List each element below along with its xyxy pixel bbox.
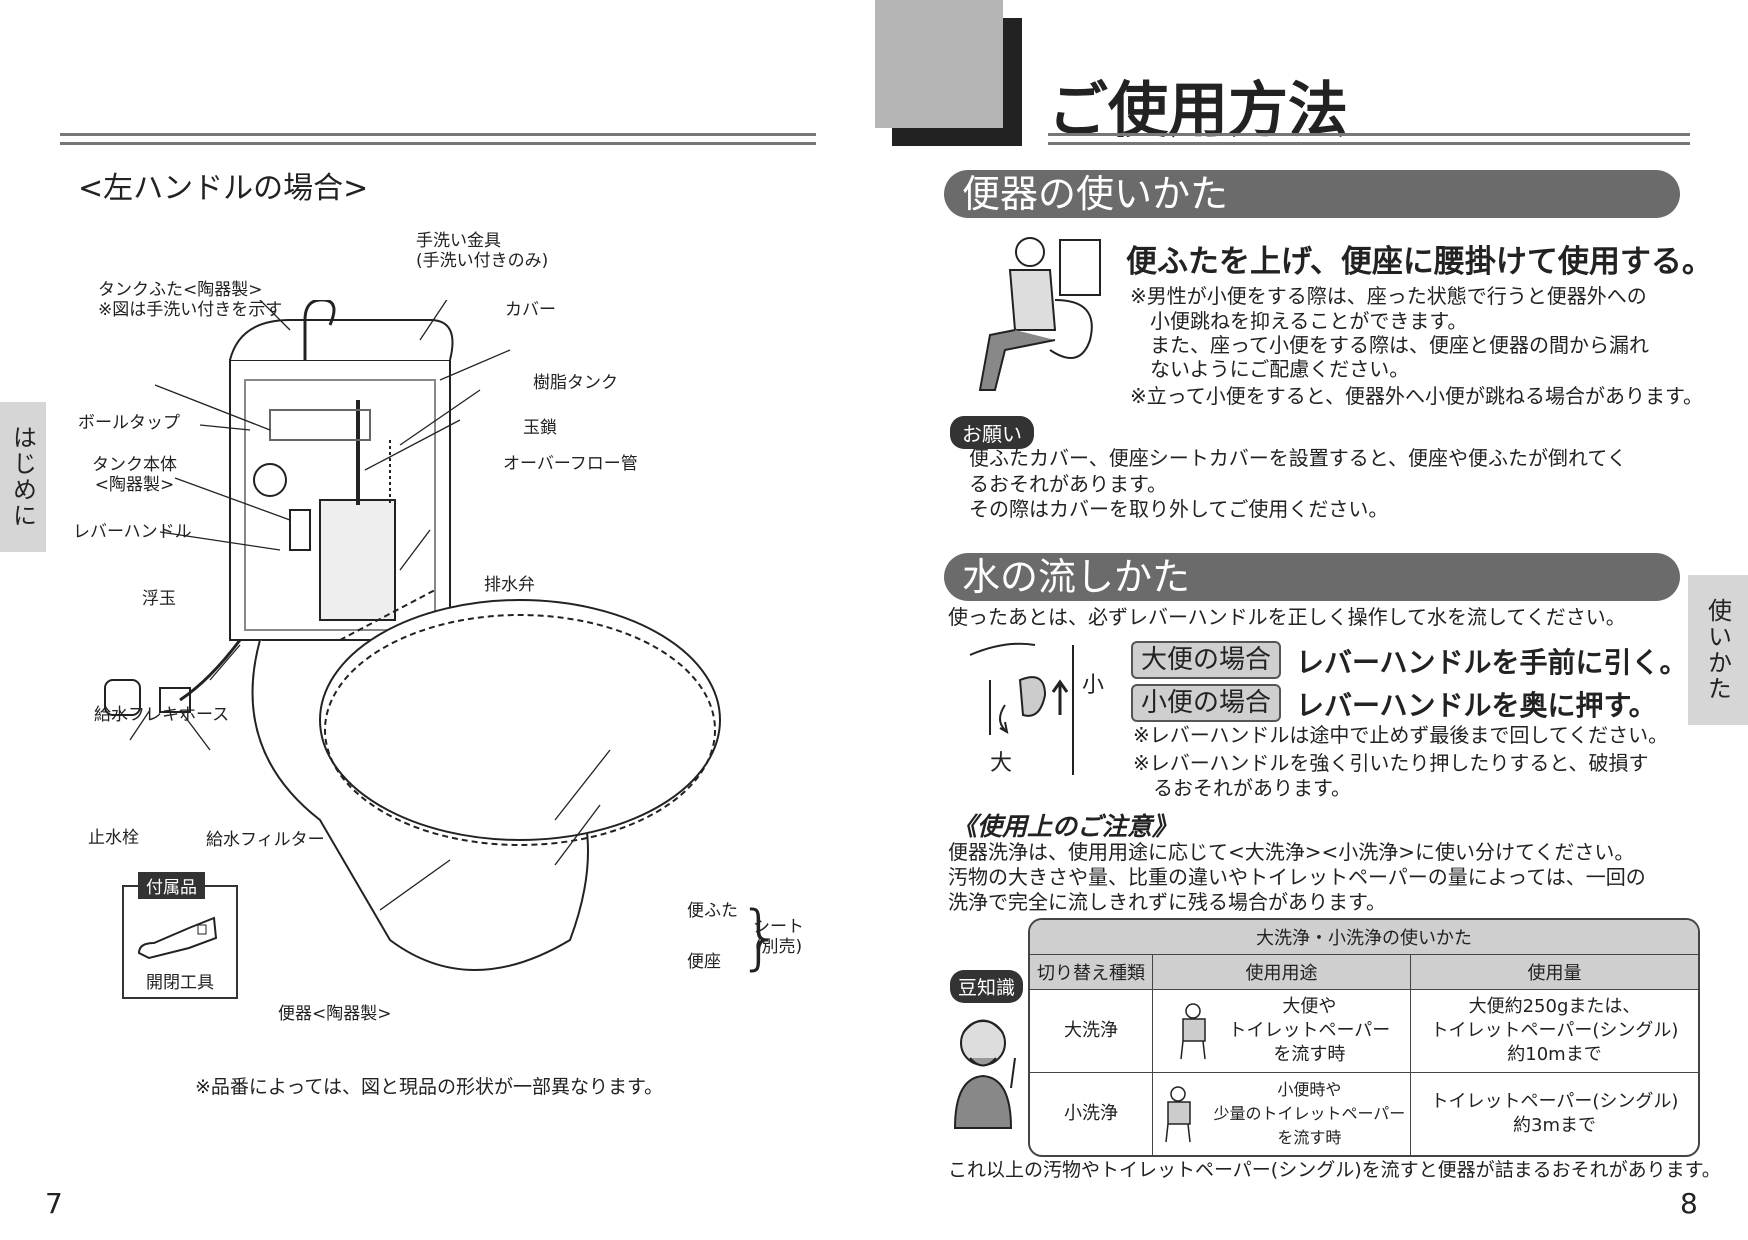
table-header-type: 切り替え種類: [1030, 955, 1153, 990]
accessory-box: 付属品 開閉工具: [122, 872, 238, 999]
toilet-user-icon: [1173, 1001, 1217, 1061]
row-small-use: 小便時や 少量のトイレットペーパー を流す時: [1213, 1080, 1406, 1147]
label-seat-sold-separately: シート (別売): [753, 917, 804, 957]
caution-heading: 《使用上のご注意》: [952, 812, 1178, 841]
caution-line-1: 便器洗浄は、使用用途に応じて<大洗浄><小洗浄>に使い分けてください。: [948, 840, 1635, 864]
title-block-gray: [875, 0, 1003, 128]
table-header-use: 使用用途: [1153, 955, 1411, 990]
section1-note-2: 小便跳ねを抑えることができます。: [1130, 309, 1468, 333]
label-lid: 便ふた: [687, 901, 738, 921]
footnote-left: ※品番によっては、図と現品の形状が一部異なります。: [195, 1076, 664, 1098]
section1-note-1: ※男性が小便をする際は、座った状態で行うと便器外への: [1130, 284, 1647, 308]
seat-brace: }: [738, 896, 783, 978]
section2-note-1: ※レバーハンドルは途中で止めず最後まで回してください。: [1133, 723, 1669, 747]
table-title: 大洗浄・小洗浄の使いかた: [1030, 920, 1698, 955]
lever-small-label: 小: [1082, 673, 1105, 698]
label-chain: 玉鎖: [523, 418, 557, 438]
label-stop-valve: 止水栓: [88, 828, 139, 848]
side-tab-how-to-use: 使いかた: [1688, 575, 1748, 725]
section1-lead: 便ふたを上げ、便座に腰掛けて使用する。: [1126, 244, 1713, 280]
caution-line-3: 洗浄で完全に流しきれずに残る場合があります。: [948, 890, 1386, 914]
label-supply-hose: 給水フレキホース: [94, 705, 230, 725]
accessory-title: 付属品: [138, 872, 205, 899]
section1-note-5: ※立って小便をすると、便器外へ小便が跳ねる場合があります。: [1130, 384, 1703, 408]
section2-note-3: るおそれがあります。: [1133, 776, 1351, 800]
section1-note-3: また、座って小便をする際は、便座と便器の間から漏れ: [1130, 333, 1649, 357]
row-large-use: 大便や トイレットペーパー を流す時: [1228, 996, 1391, 1065]
label-float: 浮玉: [142, 589, 176, 609]
request-badge: お願い: [950, 416, 1034, 449]
section2-note-2: ※レバーハンドルを強く引いたり押したりすると、破損す: [1133, 751, 1649, 775]
table-header-amount: 使用量: [1411, 955, 1698, 990]
top-rule-left-2: [60, 142, 816, 145]
section2-intro: 使ったあとは、必ずレバーハンドルを正しく操作して水を流してください。: [948, 605, 1626, 629]
page-number-left: 7: [45, 1187, 63, 1220]
side-tab-introduction: はじめに: [0, 402, 46, 552]
page-number-right: 8: [1680, 1187, 1698, 1220]
toilet-user-icon: [1158, 1084, 1202, 1144]
accessory-label: 開閉工具: [146, 973, 214, 993]
row-large-type: 大洗浄: [1030, 990, 1153, 1073]
mode-badge-large: 大便の場合: [1131, 641, 1282, 679]
opening-tool-icon: [137, 916, 218, 960]
professor-mascot-icon: [953, 1019, 1016, 1129]
lever-diagram: [969, 642, 1074, 775]
mode-badge-small: 小便の場合: [1131, 684, 1282, 722]
label-drain-valve: 排水弁: [484, 575, 535, 595]
trivia-badge: 豆知識: [950, 970, 1024, 1003]
label-supply-filter: 給水フィルター: [206, 830, 325, 850]
section-heading-flushing: 水の流しかた: [944, 553, 1680, 601]
caution-line-2: 汚物の大きさや量、比重の違いやトイレットペーパーの量によっては、一回の: [948, 865, 1646, 889]
seated-man-icon: [978, 237, 1101, 391]
mode-large-instruction: レバーハンドルを手前に引く。: [1296, 646, 1688, 679]
label-seat: 便座: [687, 952, 721, 972]
request-line-2: るおそれがあります。: [969, 472, 1167, 496]
table-row: 大洗浄 大便や トイレットペーパー を流す時 大便約250gまたは、 トイレット…: [1030, 990, 1698, 1073]
top-rule-left: [60, 133, 816, 136]
section-heading-toilet-use: 便器の使いかた: [944, 170, 1680, 218]
row-small-type: 小洗浄: [1030, 1073, 1153, 1155]
table-row: 小洗浄 小便時や 少量のトイレットペーパー を流す時 トイレットペーパー(シング…: [1030, 1073, 1698, 1155]
label-hand-wash: 手洗い金具 (手洗い付きのみ): [416, 231, 549, 271]
request-line-1: 便ふたカバー、便座シートカバーを設置すると、便座や便ふたが倒れてく: [969, 446, 1627, 470]
label-tank-body: タンク本体 <陶器製>: [92, 455, 177, 495]
row-large-amount: 大便約250gまたは、 トイレットペーパー(シングル) 約10mまで: [1411, 990, 1698, 1073]
toilet-diagram: [104, 300, 721, 971]
flush-usage-table: 大洗浄・小洗浄の使いかた 切り替え種類 使用用途 使用量 大洗浄 大便や トイレ…: [1028, 918, 1700, 1157]
top-rule-right-2: [1048, 142, 1690, 145]
section-title-left-handle: <左ハンドルの場合>: [78, 171, 369, 206]
lever-large-label: 大: [990, 751, 1013, 776]
mode-small-instruction: レバーハンドルを奥に押す。: [1296, 689, 1657, 722]
row-small-amount: トイレットペーパー(シングル) 約3mまで: [1430, 1091, 1679, 1136]
footer-note: これ以上の汚物やトイレットペーパー(シングル)を流すと便器が詰まるおそれがありま…: [948, 1159, 1721, 1181]
label-overflow: オーバーフロー管: [503, 454, 638, 474]
section1-note-4: ないようにご配慮ください。: [1130, 357, 1410, 381]
label-bowl: 便器<陶器製>: [278, 1004, 392, 1024]
label-cover: カバー: [505, 300, 556, 320]
request-line-3: その際はカバーを取り外してご使用ください。: [969, 497, 1389, 521]
label-ball-tap: ボールタップ: [78, 413, 180, 433]
label-tank-lid: タンクふた<陶器製> ※図は手洗い付きを示す: [98, 280, 283, 320]
top-rule-right: [1048, 133, 1690, 136]
label-resin-tank: 樹脂タンク: [533, 373, 618, 393]
label-lever-handle: レバーハンドル: [73, 522, 192, 542]
